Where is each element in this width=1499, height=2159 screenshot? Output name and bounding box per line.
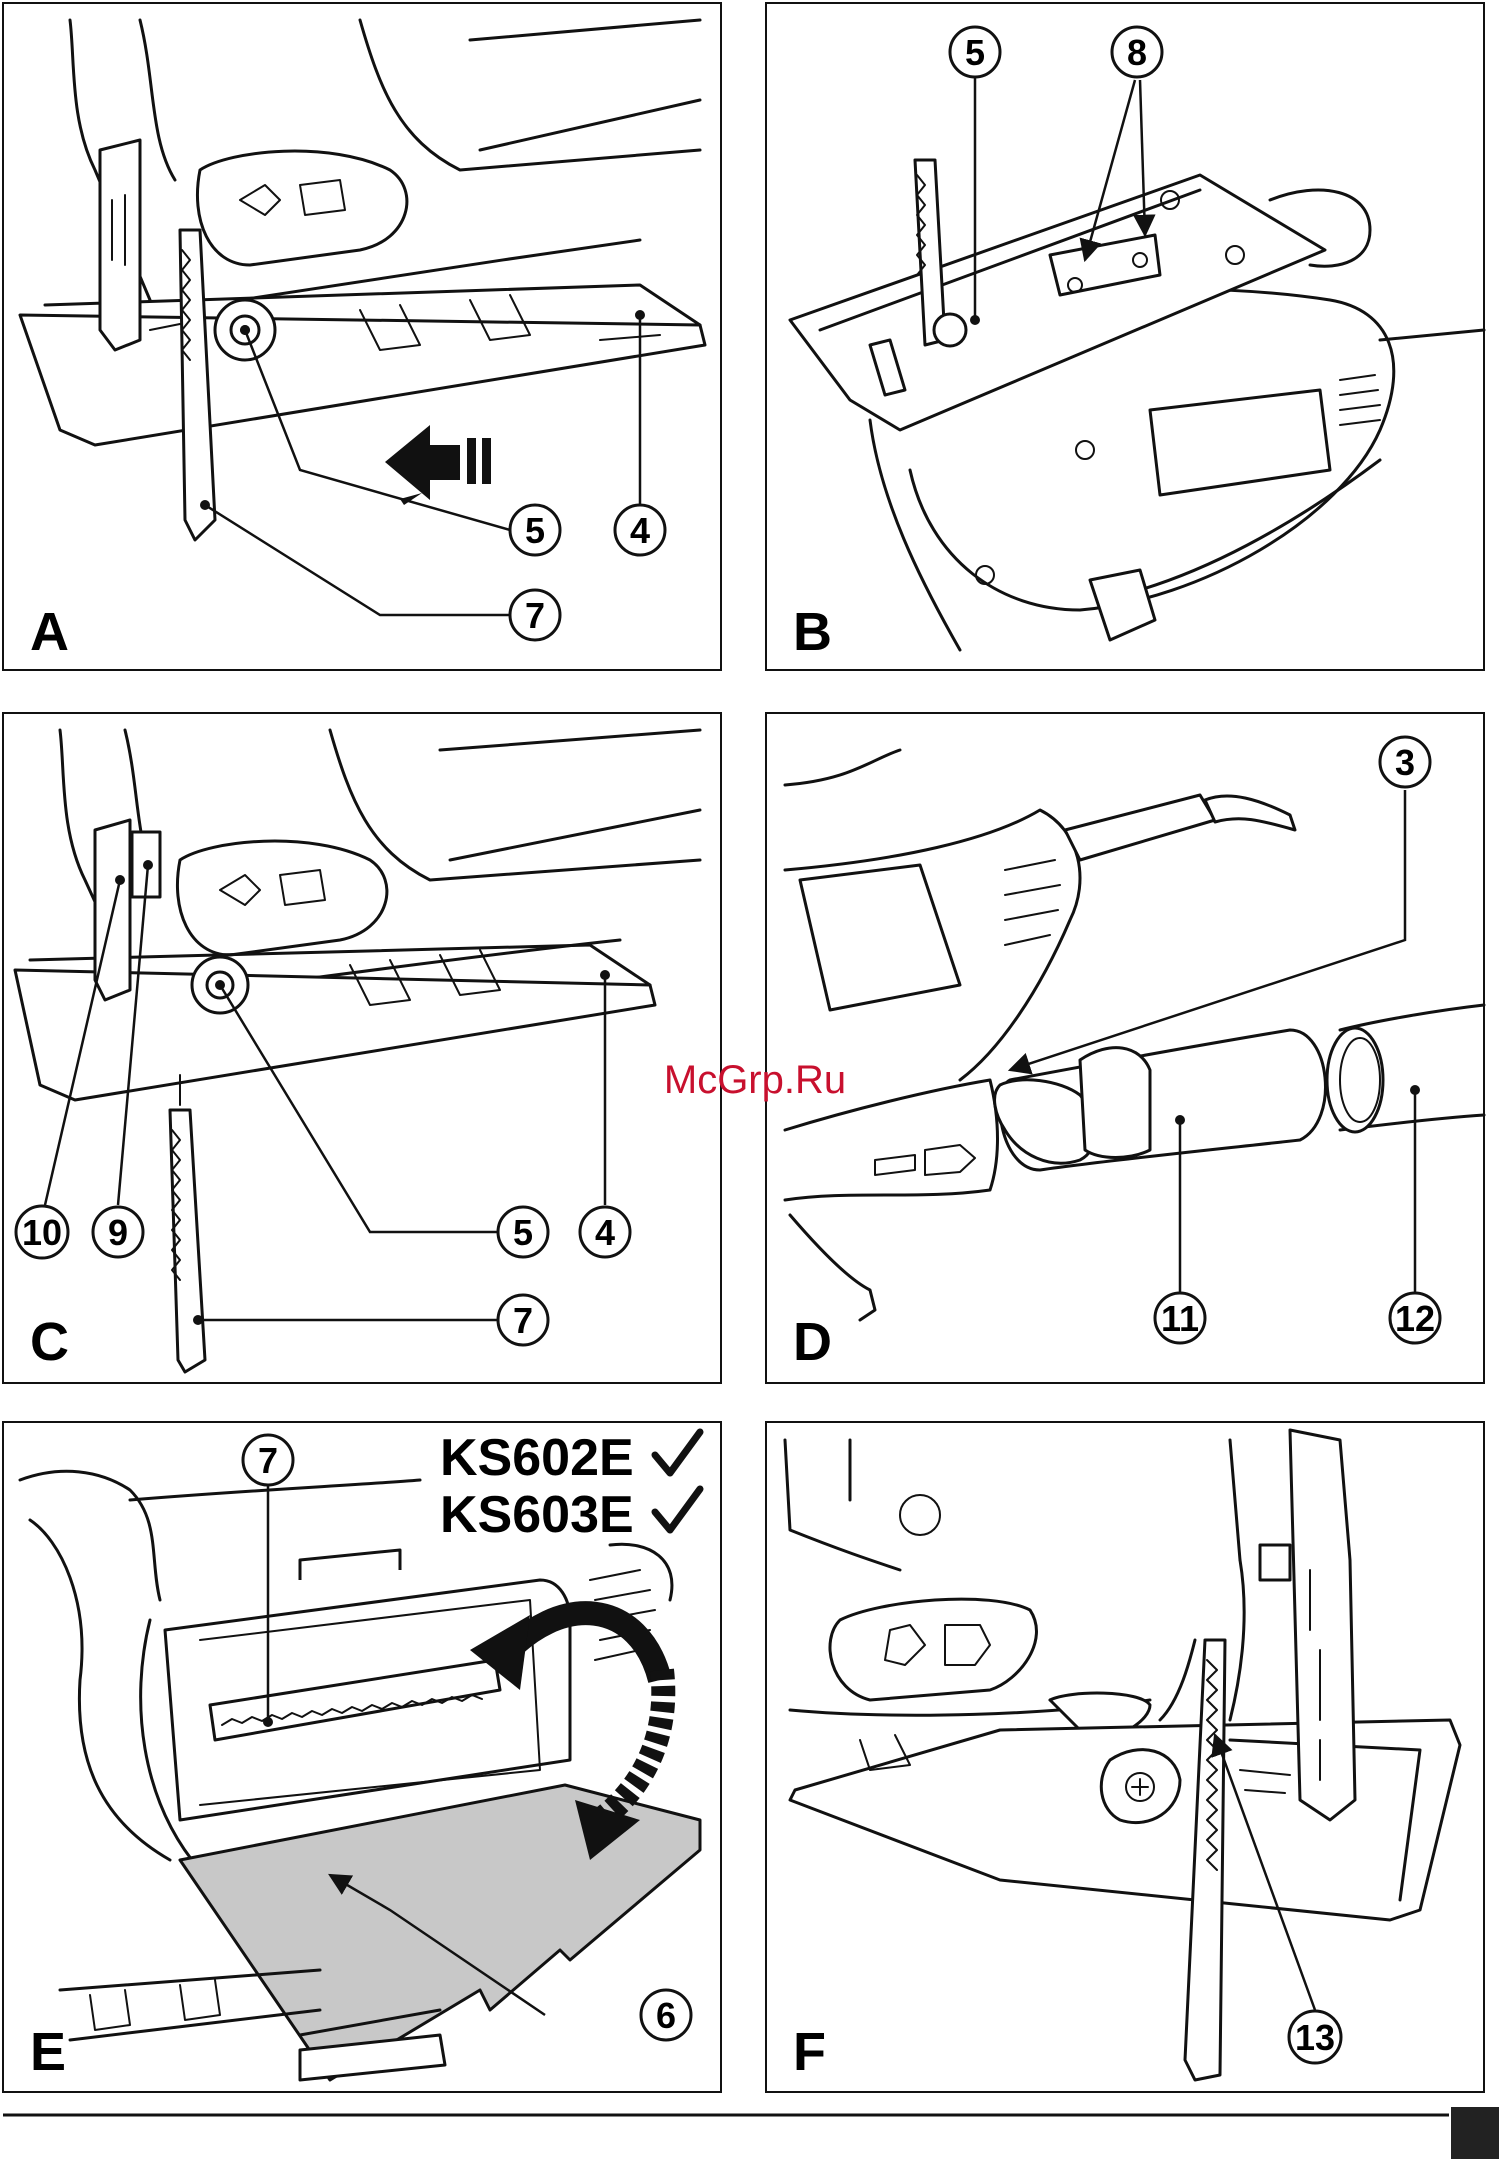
callout-c10-label: 10 — [22, 1212, 62, 1253]
callout-d3: 3 — [1380, 737, 1430, 787]
callout-d3-label: 3 — [1395, 742, 1415, 783]
callout-d12: 12 — [1390, 1293, 1440, 1343]
callout-c4-label: 4 — [595, 1212, 615, 1253]
panel-c-letter: C — [30, 1312, 69, 1372]
callout-b8: 8 — [1112, 27, 1162, 77]
callout-d11-label: 11 — [1161, 1298, 1199, 1339]
callout-b5-label: 5 — [965, 32, 985, 73]
watermark-text: McGrp.Ru — [664, 1058, 846, 1102]
callout-f13-label: 13 — [1295, 2017, 1335, 2058]
panel-a-letter: A — [30, 602, 69, 662]
model-ks602e: KS602E — [440, 1429, 634, 1487]
panel-e: 7 6 KS602E KS603E E — [3, 1422, 721, 2092]
callout-e7: 7 — [243, 1435, 293, 1485]
callout-b5: 5 — [950, 27, 1000, 77]
callout-e7-label: 7 — [258, 1440, 278, 1481]
panel-f-letter: F — [793, 2022, 826, 2082]
panel-d: 3 11 12 D — [766, 713, 1484, 1383]
callout-d11: 11 — [1155, 1293, 1205, 1343]
page-tab — [1451, 2107, 1499, 2159]
panel-a: 5 4 7 A — [3, 3, 721, 670]
callout-a5-label: 5 — [525, 510, 545, 551]
panel-e-letter: E — [30, 2022, 66, 2082]
callout-a7: 7 — [510, 590, 560, 640]
callout-e6: 6 — [641, 1990, 691, 2040]
callout-a7-label: 7 — [525, 595, 545, 636]
callout-c5: 5 — [498, 1207, 548, 1257]
callout-d12-label: 12 — [1395, 1298, 1435, 1339]
callout-b8-label: 8 — [1127, 32, 1147, 73]
callout-a4-label: 4 — [630, 510, 650, 551]
callout-a5: 5 — [510, 505, 560, 555]
callout-c9: 9 — [93, 1207, 143, 1257]
model-ks603e: KS603E — [440, 1486, 634, 1544]
callout-c7: 7 — [498, 1295, 548, 1345]
panel-c: 10 9 5 4 7 C — [3, 713, 721, 1383]
callout-c10: 10 — [16, 1206, 68, 1258]
callout-e6-label: 6 — [656, 1995, 676, 2036]
panel-d-letter: D — [793, 1312, 832, 1372]
callout-c7-label: 7 — [513, 1300, 533, 1341]
panel-b-letter: B — [793, 602, 832, 662]
panel-b: 5 8 B — [766, 3, 1484, 670]
callout-c4: 4 — [580, 1207, 630, 1257]
callout-c9-label: 9 — [108, 1212, 128, 1253]
callout-f13: 13 — [1289, 2011, 1341, 2063]
callout-c5-label: 5 — [513, 1212, 533, 1253]
panel-f: 13 F — [766, 1422, 1484, 2092]
callout-a4: 4 — [615, 505, 665, 555]
